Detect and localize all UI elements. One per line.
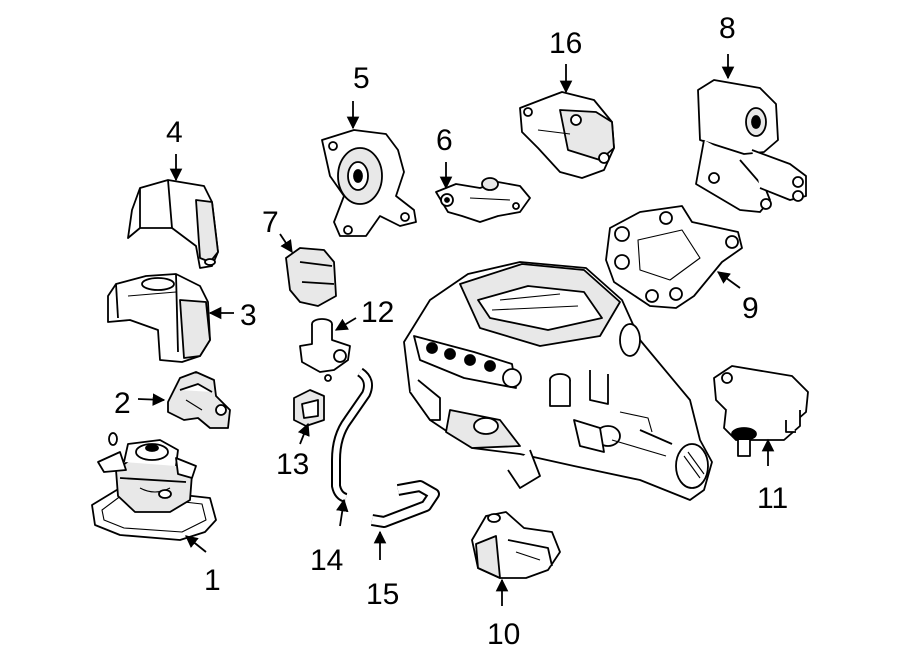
arrow-12: [334, 317, 357, 331]
arrow-7: [279, 233, 293, 254]
arrow-13: [297, 422, 310, 445]
engine-assembly: [403, 261, 713, 501]
part-13-clip: [293, 389, 325, 427]
part-12-valve: [299, 318, 351, 382]
callout-1: 1: [204, 564, 221, 597]
callout-7: 7: [262, 206, 279, 239]
part-7-stopper: [285, 247, 337, 307]
callout-6: 6: [436, 124, 453, 157]
part-2-bracket: [167, 371, 231, 429]
part-11-mount: [713, 365, 809, 457]
callout-14: 14: [310, 544, 343, 577]
callout-13: 13: [276, 448, 309, 481]
callout-9: 9: [742, 292, 759, 325]
arrow-1: [185, 535, 207, 553]
callout-16: 16: [549, 27, 582, 60]
part-14-hose: [331, 367, 373, 503]
callout-3: 3: [240, 299, 257, 332]
callout-10: 10: [487, 618, 520, 651]
part-16-mount: [519, 91, 615, 179]
part-15-hose: [371, 480, 440, 528]
part-4-bracket: [127, 179, 219, 269]
callout-2: 2: [114, 387, 131, 420]
part-1-mount: [91, 432, 217, 541]
part-10-mount: [471, 511, 561, 579]
arrow-2: [137, 393, 166, 406]
part-6-bracket: [435, 177, 531, 223]
callout-15: 15: [366, 578, 399, 611]
callout-labels: 1 2 3 4 5 6 7 8 9 10 11 12 13 14 15 16: [114, 12, 788, 651]
arrow-9: [716, 271, 741, 289]
callout-5: 5: [353, 62, 370, 95]
callout-4: 4: [166, 116, 183, 149]
part-9-bracket: [605, 205, 743, 309]
part-3-cover: [107, 273, 211, 363]
arrow-14: [336, 498, 349, 527]
callout-11: 11: [757, 482, 788, 515]
callout-arrows: [137, 54, 775, 606]
callout-12: 12: [361, 296, 394, 329]
callout-8: 8: [719, 12, 736, 45]
part-5-mount: [321, 129, 417, 237]
part-8-mount: [695, 79, 807, 213]
